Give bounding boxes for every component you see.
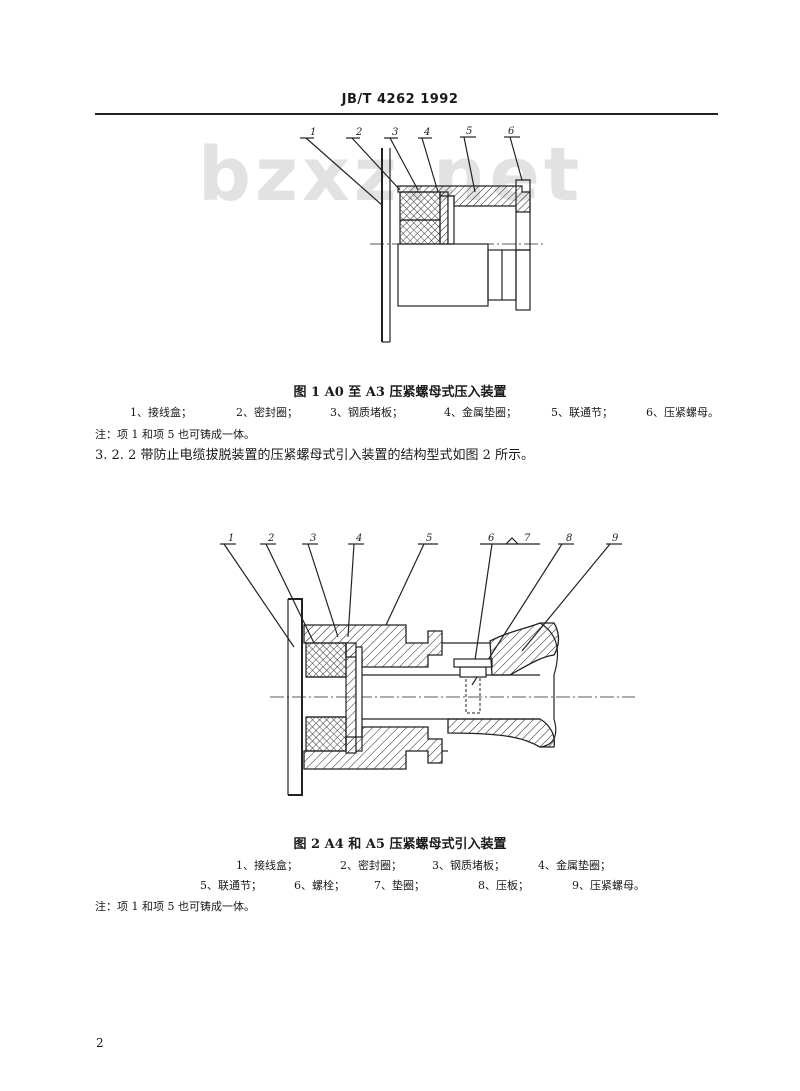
fig2-legend-7: 7、垫圈； [374,879,425,892]
fig2-pressure-plate [459,666,487,678]
fig2-legend-2: 2、密封圈； [340,859,402,872]
fig2-legend-9: 9、压紧螺母。 [572,879,645,892]
fig2-legend-5: 5、联通节； [200,879,262,892]
fig2-connecting-section-lower [303,726,443,770]
document-header-code: JB/T 4262 1992 [341,92,459,107]
fig2-legend-4: 4、金属垫圈； [538,859,611,872]
fig2-callout-8: 8 [566,533,572,544]
fig1-callout-3: 3 [392,127,398,138]
fig1-legend-2: 2、密封圈； [236,406,298,419]
fig1-note: 注：项 1 和项 5 也可铸成一体。 [95,428,255,441]
fig1-seal-ring [399,191,441,221]
fig2-legend-6: 6、螺栓； [294,879,345,892]
header-rule [95,113,718,115]
fig2-callout-7: 7 [524,533,531,544]
fig2-metal-washer [355,646,363,752]
fig2-callout-9: 9 [612,533,619,544]
fig1-leader-lines [300,136,523,206]
fig1-metal-washer [447,195,455,245]
fig1-legend-3: 3、钢质堵板； [330,406,403,419]
fig1-legend-5: 5、联通节； [551,406,613,419]
fig1-legend-4: 4、金属垫圈； [444,406,517,419]
fig2-seal-ring [305,642,347,678]
fig2-callout-1: 1 [228,533,234,544]
fig2-callout-4: 4 [355,533,362,544]
fig2-legend-3: 3、钢质堵板； [432,859,505,872]
fig1-callout-4: 4 [423,127,430,138]
fig2-legend-1: 1、接线盒； [236,859,298,872]
fig1-junction-box-wall [381,148,391,343]
fig1-callout-2: 2 [355,127,362,138]
fig1-steel-plug [439,191,449,245]
fig1-outline-lower [397,243,531,311]
fig2-legend-8: 8、压板； [478,879,529,892]
fig1-callout-1: 1 [310,127,316,138]
fig2-washer [453,658,493,668]
fig1-callout-5: 5 [466,126,472,137]
figure-2-caption: 图 2 A4 和 A5 压紧螺母式引入装置 [293,837,507,852]
fig2-note: 注：项 1 和项 5 也可铸成一体。 [95,900,255,913]
fig1-callout-6: 6 [508,126,515,137]
fig2-callout-6: 6 [488,533,495,544]
fig2-callout-3: 3 [310,533,316,544]
fig2-bolt [465,676,481,714]
fig2-compression-nut-upper [489,622,560,676]
fig1-legend-1: 1、接线盒； [130,406,192,419]
fig2-compression-nut-lower [447,718,556,748]
figure-1-caption: 图 1 A0 至 A3 压紧螺母式压入装置 [293,385,507,400]
figure-1-drawing: 1 2 3 4 5 6 [300,126,545,343]
figure-2-drawing: 1 2 3 4 5 6 7 8 9 [220,533,635,796]
fig2-callout-2: 2 [267,533,274,544]
page-number: 2 [96,1036,104,1050]
fig2-callout-5: 5 [426,533,432,544]
section-3-2-2-paragraph: 3. 2. 2 带防止电缆拔脱装置的压紧螺母式引入装置的结构型式如图 2 所示。 [95,448,535,463]
fig1-legend-6: 6、压紧螺母。 [646,406,719,419]
